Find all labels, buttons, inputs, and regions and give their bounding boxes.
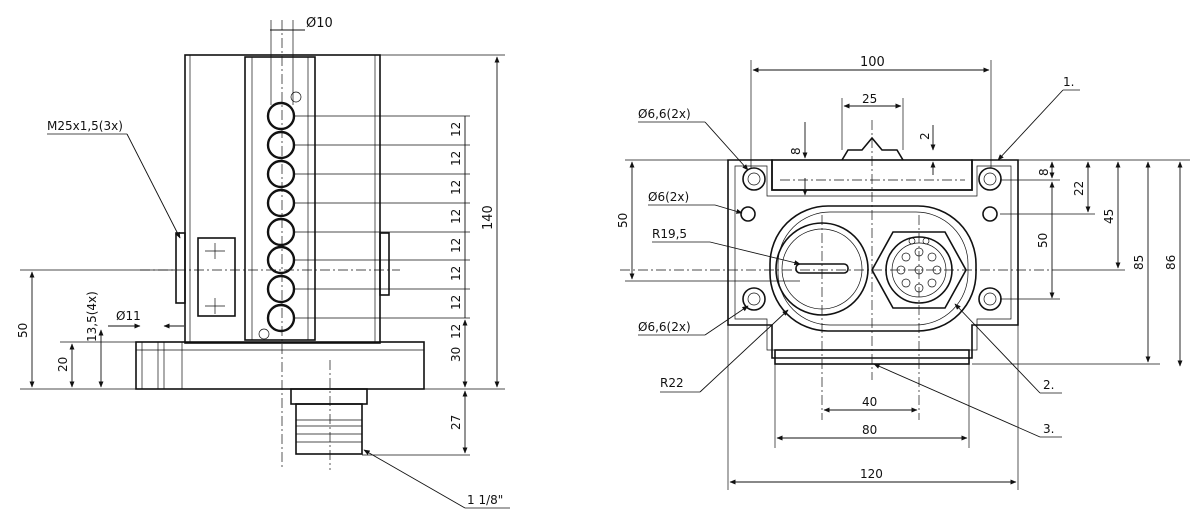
- plunger-head: [841, 136, 904, 161]
- dim-pitch-6: 12: [449, 266, 463, 281]
- callout-3: 3.: [1043, 422, 1054, 436]
- dim-50-side: 50: [16, 323, 30, 338]
- dim-45: 45: [1102, 209, 1116, 224]
- dim-100: 100: [860, 55, 885, 70]
- dim-8-right: 8: [1037, 168, 1051, 176]
- dim-140: 140: [481, 205, 496, 230]
- dim-pitch-3: 12: [449, 180, 463, 195]
- dim-2: 2: [918, 132, 932, 140]
- dim-27: 27: [449, 415, 463, 430]
- callout-2: 2.: [1043, 378, 1054, 392]
- connector-collar: [290, 388, 368, 405]
- r19-5: R19,5: [652, 227, 687, 241]
- dim-85: 85: [1132, 255, 1146, 270]
- dim-50-front-right: 50: [1036, 233, 1050, 248]
- dim-50-front-left: 50: [616, 213, 630, 228]
- hole-top-left: [742, 167, 766, 191]
- dim-25: 25: [862, 92, 877, 106]
- label-plate: [197, 237, 236, 317]
- dim-8-top: 8: [789, 147, 803, 155]
- dim-86: 86: [1164, 255, 1178, 270]
- hole-bottom-left: [742, 287, 766, 311]
- dim-120: 120: [860, 467, 883, 481]
- pin-hole-left: [740, 206, 756, 222]
- housing-outline: [184, 54, 381, 344]
- dia-6: Ø6(2x): [648, 190, 689, 204]
- hole-top-right: [978, 167, 1002, 191]
- dim-40: 40: [862, 395, 877, 409]
- dim-pitch-4: 12: [449, 209, 463, 224]
- dia-6-6-top: Ø6,6(2x): [638, 107, 691, 121]
- hole-bottom-right: [978, 287, 1002, 311]
- dim-20: 20: [56, 357, 70, 372]
- dim-13-5: 13,5(4x): [85, 291, 99, 342]
- dim-30: 30: [449, 347, 463, 362]
- callout-1: 1.: [1063, 75, 1074, 89]
- connector-body: [295, 403, 363, 455]
- connector-label: 1 1/8": [467, 493, 503, 507]
- base-flange: [135, 341, 425, 390]
- dim-80: 80: [862, 423, 877, 437]
- dim-dia10: Ø10: [306, 16, 333, 31]
- dim-pitch-8: 12: [449, 324, 463, 339]
- mounting-hole-section: [141, 341, 183, 390]
- thread-label: M25x1,5(3x): [47, 119, 123, 133]
- conduit-entry-right: [379, 232, 390, 296]
- dia-6-6-bottom: Ø6,6(2x): [638, 320, 691, 334]
- dim-pitch-2: 12: [449, 151, 463, 166]
- conduit-entry-left: [175, 232, 186, 304]
- dim-pitch-1: 12: [449, 122, 463, 137]
- dim-pitch-5: 12: [449, 238, 463, 253]
- plunger-channel: [244, 56, 316, 341]
- switching-positions: [258, 91, 470, 340]
- dim-pitch-7: 12: [449, 295, 463, 310]
- dim-dia11: Ø11: [116, 309, 141, 323]
- r22: R22: [660, 376, 684, 390]
- side-view: Ø10 M25x1,5(3x) 140 12 12 12 12 12 12 12…: [16, 16, 510, 509]
- dim-22: 22: [1072, 181, 1086, 196]
- front-view: 100 25 8 2 Ø6,6(2x) Ø6(2x) R19,5 50 Ø6,6: [616, 55, 1190, 490]
- pin-hole-right: [982, 206, 998, 222]
- housing-front: [727, 159, 1019, 359]
- cover-plate: [769, 205, 977, 332]
